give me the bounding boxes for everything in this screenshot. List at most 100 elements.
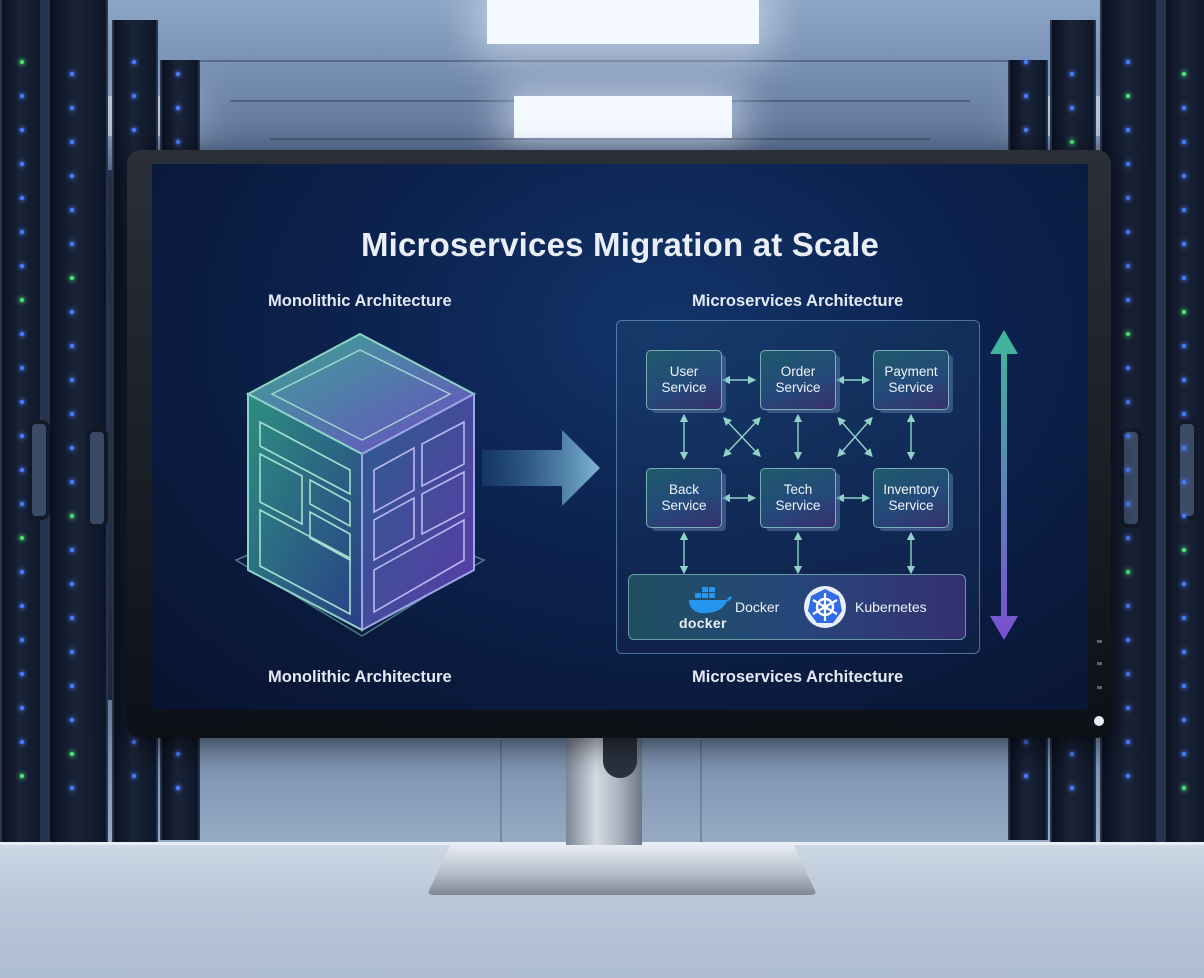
rack-led	[70, 344, 74, 348]
rack-led	[1070, 752, 1074, 756]
service-card-back[interactable]: Back Service	[646, 468, 722, 528]
rack-led	[70, 446, 74, 450]
rack-led	[20, 264, 24, 268]
rack-led	[1126, 604, 1130, 608]
monitor-side-button[interactable]	[1097, 662, 1102, 665]
rack-led	[1182, 174, 1186, 178]
rack-led	[1126, 128, 1130, 132]
rack-led	[1182, 718, 1186, 722]
rack-led	[176, 72, 180, 76]
rack-led	[20, 400, 24, 404]
rack-led	[20, 570, 24, 574]
rack-led	[132, 128, 136, 132]
ceiling-light	[487, 0, 759, 44]
power-button[interactable]	[1094, 716, 1104, 726]
rack-led	[1182, 514, 1186, 518]
rack-frame	[1156, 0, 1164, 900]
rack-led	[1126, 264, 1130, 268]
microservices-bottom-caption: Microservices Architecture	[692, 668, 904, 686]
rack-led	[70, 242, 74, 246]
rack-led	[176, 140, 180, 144]
rack-led	[70, 514, 74, 518]
rack-led	[1182, 310, 1186, 314]
rack-led	[1070, 140, 1074, 144]
rack-led	[70, 718, 74, 722]
rack-led	[1126, 468, 1130, 472]
rack-led	[1070, 106, 1074, 110]
rack-led	[132, 60, 136, 64]
scale-arrow-icon	[990, 330, 1018, 640]
rack-led	[70, 582, 74, 586]
rack-led	[1182, 242, 1186, 246]
rack-door-handle	[28, 420, 50, 520]
rack-led	[20, 434, 24, 438]
migration-arrow-icon	[482, 430, 600, 506]
rack-led	[70, 548, 74, 552]
service-card-inventory[interactable]: Inventory Service	[873, 468, 949, 528]
rack-led	[1126, 230, 1130, 234]
rack-led	[1126, 570, 1130, 574]
rack-led	[1182, 208, 1186, 212]
rack-led	[20, 230, 24, 234]
rack-led	[1182, 480, 1186, 484]
rack-led	[1182, 378, 1186, 382]
kubernetes-helm-icon	[804, 586, 846, 628]
rack-led	[1024, 94, 1028, 98]
rack-led	[132, 94, 136, 98]
rack-led	[1126, 672, 1130, 676]
rack-led	[1182, 684, 1186, 688]
rack-led	[20, 672, 24, 676]
rack-led	[20, 468, 24, 472]
service-card-user[interactable]: User Service	[646, 350, 722, 410]
service-label: User Service	[661, 364, 707, 395]
rack-led	[20, 60, 24, 64]
rack-led	[70, 684, 74, 688]
rack-led	[20, 638, 24, 642]
rack-led	[1024, 128, 1028, 132]
monitor-side-button[interactable]	[1097, 686, 1102, 689]
monolith-cube-icon	[234, 332, 486, 637]
rack-led	[1126, 740, 1130, 744]
rack-led	[176, 786, 180, 790]
service-card-payment[interactable]: Payment Service	[873, 350, 949, 410]
rack-led	[70, 650, 74, 654]
rack-led	[176, 752, 180, 756]
rack-led	[1182, 344, 1186, 348]
floor-tile-line	[500, 740, 502, 850]
floor-tile-line	[700, 740, 702, 850]
rack-led	[20, 774, 24, 778]
rack-led	[1126, 434, 1130, 438]
rack-led	[70, 174, 74, 178]
monitor-side-button[interactable]	[1097, 640, 1102, 643]
rack-led	[70, 786, 74, 790]
rack-led	[20, 604, 24, 608]
rack-led	[1070, 72, 1074, 76]
rack-led	[1126, 706, 1130, 710]
rack-led	[1182, 446, 1186, 450]
rack-led	[176, 106, 180, 110]
rack-led	[70, 208, 74, 212]
service-card-tech[interactable]: Tech Service	[760, 468, 836, 528]
ceiling-light	[514, 96, 732, 138]
rack-led	[20, 740, 24, 744]
rack-led	[70, 378, 74, 382]
rack-led	[1070, 786, 1074, 790]
monolith-top-caption: Monolithic Architecture	[268, 292, 452, 310]
rack-led	[1024, 774, 1028, 778]
rack-led	[70, 72, 74, 76]
rack-led	[1182, 752, 1186, 756]
rack-led	[70, 412, 74, 416]
rack-led	[1182, 650, 1186, 654]
rack-led	[70, 752, 74, 756]
rack-led	[1126, 400, 1130, 404]
rack-led	[1182, 412, 1186, 416]
kubernetes-label: Kubernetes	[855, 599, 927, 615]
container-platform-bar: docker Docker Kubernetes	[628, 574, 966, 640]
service-label: Back Service	[661, 482, 707, 513]
monitor-stand-cable-hole	[603, 738, 637, 778]
service-connectors	[679, 375, 916, 575]
rack-led	[1182, 786, 1186, 790]
rack-led	[1126, 774, 1130, 778]
service-card-order[interactable]: Order Service	[760, 350, 836, 410]
monolith-bottom-caption: Monolithic Architecture	[268, 668, 452, 686]
